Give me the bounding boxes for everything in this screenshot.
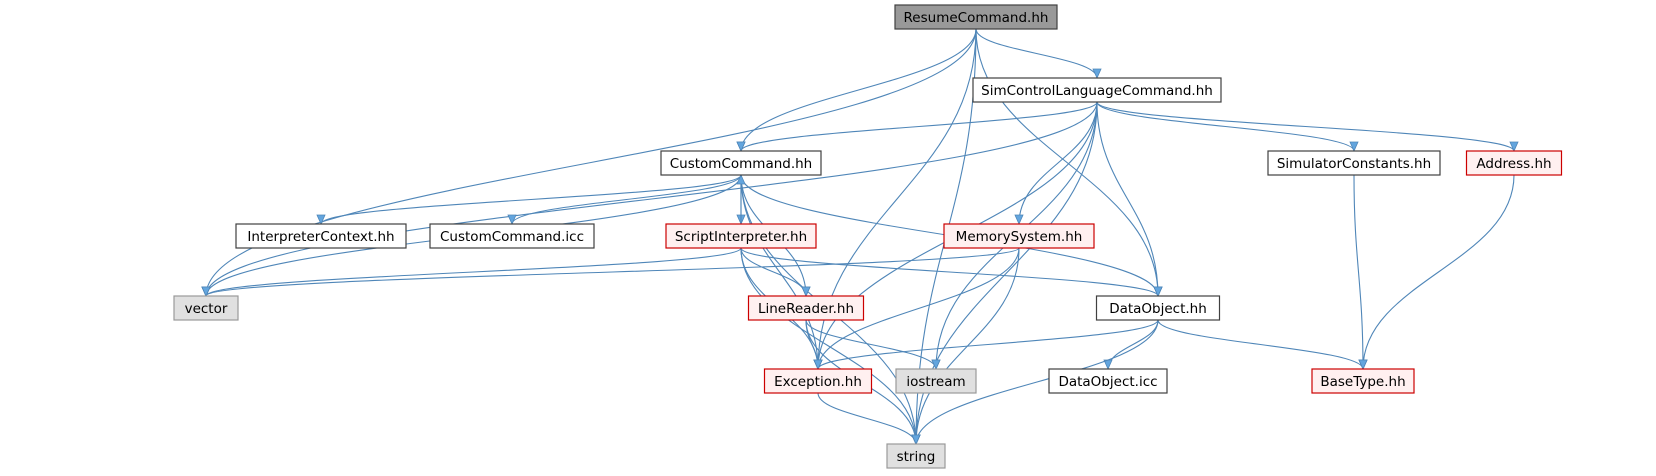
edge-custom-command-to-interpreter-context — [316, 174, 742, 225]
node-box — [1311, 368, 1415, 394]
node-simulator-constants-hh[interactable]: SimulatorConstants.hh — [1267, 150, 1441, 176]
node-label: ScriptInterpreter.hh — [675, 229, 807, 245]
edge-data-object-to-exception — [813, 319, 1159, 370]
node-box — [1267, 150, 1441, 176]
node-label: Exception.hh — [774, 374, 862, 390]
edge-sim-control-to-memory-system — [1014, 101, 1098, 225]
node-box — [894, 4, 1058, 30]
node-label: InterpreterContext.hh — [247, 229, 394, 245]
node-box — [1048, 368, 1168, 394]
edge-script-interpreter-to-vector — [201, 247, 742, 297]
edge-sim-control-to-vector — [201, 101, 1098, 297]
node-data-object-icc[interactable]: DataObject.icc — [1048, 368, 1168, 394]
node-sim-control-language-command-hh[interactable]: SimControlLanguageCommand.hh — [972, 77, 1222, 103]
node-label: LineReader.hh — [758, 301, 854, 317]
node-label: SimulatorConstants.hh — [1277, 156, 1431, 172]
edge-resume-command-to-sim-control — [975, 28, 1102, 79]
node-label: SimControlLanguageCommand.hh — [981, 83, 1213, 99]
node-custom-command-hh[interactable]: CustomCommand.hh — [660, 150, 822, 176]
edges-layer — [201, 28, 1519, 445]
node-vector: vector — [173, 295, 239, 321]
edge-script-interpreter-to-data-object — [740, 247, 1163, 297]
node-line-reader-hh[interactable]: LineReader.hh — [747, 295, 865, 321]
edge-memory-system-to-vector — [201, 247, 1020, 297]
edge-script-interpreter-to-custom-command — [736, 174, 746, 224]
node-string: string — [886, 443, 946, 469]
node-exception-hh[interactable]: Exception.hh — [763, 368, 873, 394]
node-box — [660, 150, 822, 176]
edge-resume-command-to-custom-command — [736, 28, 977, 152]
edge-line-reader-to-iostream — [805, 319, 941, 370]
node-box — [895, 368, 977, 394]
node-label: ResumeCommand.hh — [904, 10, 1049, 26]
node-box — [943, 223, 1095, 249]
node-custom-command-icc[interactable]: CustomCommand.icc — [429, 223, 595, 249]
node-box — [665, 223, 817, 249]
node-box — [972, 77, 1222, 103]
node-interpreter-context-hh[interactable]: InterpreterContext.hh — [235, 223, 407, 249]
node-base-type-hh[interactable]: BaseType.hh — [1311, 368, 1415, 394]
edge-address-to-base-type — [1358, 174, 1515, 370]
node-script-interpreter-hh[interactable]: ScriptInterpreter.hh — [665, 223, 817, 249]
edge-data-object-to-base-type — [1157, 319, 1368, 370]
node-box — [1465, 150, 1563, 176]
edge-resume-command-to-vector — [201, 28, 977, 297]
edge-sim-control-to-simulator-constants — [1096, 101, 1359, 152]
edge-script-interpreter-to-line-reader — [740, 247, 811, 297]
edge-sim-control-to-data-object — [1096, 101, 1163, 297]
node-box — [763, 368, 873, 394]
node-address-hh[interactable]: Address.hh — [1465, 150, 1563, 176]
node-label: CustomCommand.icc — [440, 229, 584, 245]
edge-data-object-to-data-object-icc — [1103, 319, 1159, 370]
node-label: string — [897, 449, 936, 465]
node-data-object-hh[interactable]: DataObject.hh — [1095, 295, 1221, 321]
node-label: MemorySystem.hh — [956, 229, 1083, 245]
node-iostream: iostream — [895, 368, 977, 394]
edge-custom-command-to-custom-command-icc — [507, 174, 742, 225]
edge-simulator-constants-to-base-type — [1353, 174, 1368, 370]
node-label: DataObject.icc — [1058, 374, 1157, 390]
nodes-layer: ResumeCommand.hhSimControlLanguageComman… — [173, 4, 1563, 469]
node-label: BaseType.hh — [1320, 374, 1405, 390]
edge-sim-control-to-custom-command — [736, 101, 1098, 152]
node-label: vector — [185, 301, 228, 317]
node-label: iostream — [906, 374, 965, 390]
node-box — [235, 223, 407, 249]
node-box — [747, 295, 865, 321]
node-box — [886, 443, 946, 469]
node-label: DataObject.hh — [1109, 301, 1207, 317]
node-label: CustomCommand.hh — [670, 156, 813, 172]
node-box — [173, 295, 239, 321]
node-box — [429, 223, 595, 249]
node-box — [1095, 295, 1221, 321]
node-label: Address.hh — [1476, 156, 1551, 172]
edge-script-interpreter-to-string — [740, 247, 921, 445]
node-memory-system-hh[interactable]: MemorySystem.hh — [943, 223, 1095, 249]
node-resume-command-hh: ResumeCommand.hh — [894, 4, 1058, 30]
edge-exception-to-string — [817, 392, 921, 445]
edge-sim-control-to-address — [1096, 101, 1519, 152]
